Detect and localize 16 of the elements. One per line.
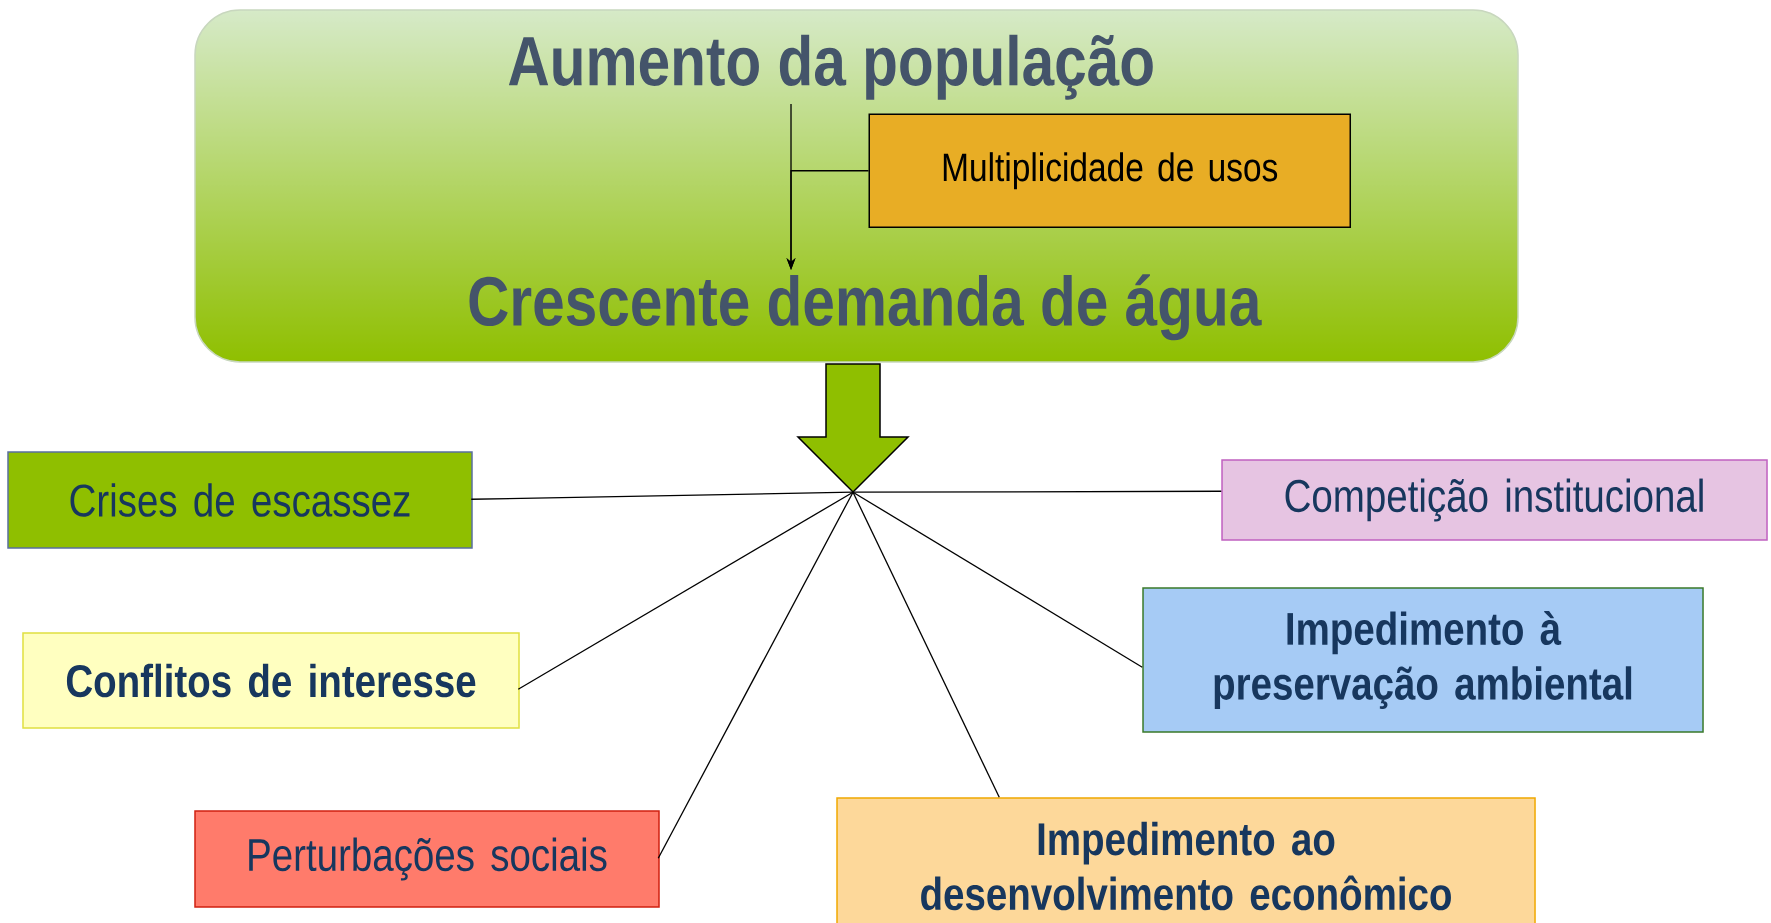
block-arrow bbox=[796, 363, 910, 494]
effect-box: Crises de escassez bbox=[7, 451, 473, 549]
effect-box: Impedimento ao desenvolvimento econômico bbox=[836, 797, 1536, 923]
effect-box: Competição institucional bbox=[1221, 459, 1768, 541]
label-box: Multiplicidade de usos bbox=[868, 113, 1351, 228]
effect-box: Perturbações sociais bbox=[194, 810, 660, 908]
connector-line bbox=[657, 491, 854, 859]
effect-box: Impedimento à preservação ambiental bbox=[1142, 587, 1704, 733]
heading: Crescente demanda de água bbox=[469, 274, 1262, 341]
connector-line bbox=[470, 491, 854, 500]
connector-line bbox=[852, 490, 1222, 493]
connector-line bbox=[852, 491, 1143, 668]
effect-box: Conflitos de interesse bbox=[22, 632, 520, 729]
connector-line bbox=[517, 491, 854, 690]
connector-line bbox=[852, 491, 1000, 798]
heading: Aumento da população bbox=[508, 34, 1153, 100]
